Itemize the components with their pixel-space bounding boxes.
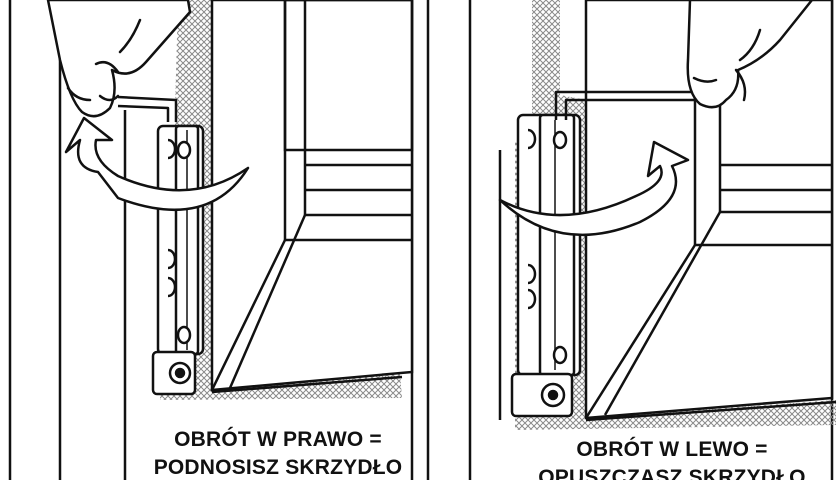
right-sash: [584, 0, 834, 420]
right-caption-line1: OBRÓT W LEWO =: [576, 437, 767, 461]
left-sash: [210, 0, 414, 392]
left-rotation-arrow-icon: [64, 116, 250, 211]
left-sill-line: [211, 375, 403, 394]
left-caption-line1: OBRÓT W PRAWO =: [174, 427, 382, 451]
left-hinge-icon: [151, 124, 205, 396]
left-hex-key-icon: [117, 95, 178, 122]
right-panel: OBRÓT W LEWO = OPUSZCZASZ SKRZYDŁO: [426, 0, 837, 480]
left-caption-line2: PODNOSISZ SKRZYDŁO: [154, 456, 403, 479]
right-sill-line: [585, 400, 837, 422]
right-caption-line2: OPUSZCZASZ SKRZYDŁO: [538, 466, 805, 480]
right-hinge-icon: [510, 113, 582, 418]
left-hand-icon: [46, 0, 192, 118]
right-rotation-arrow-icon: [498, 140, 690, 237]
left-panel: OBRÓT W PRAWO = PODNOSISZ SKRZYDŁO: [8, 0, 414, 480]
right-hex-key-icon: [554, 90, 700, 120]
right-hand-icon: [686, 0, 814, 109]
